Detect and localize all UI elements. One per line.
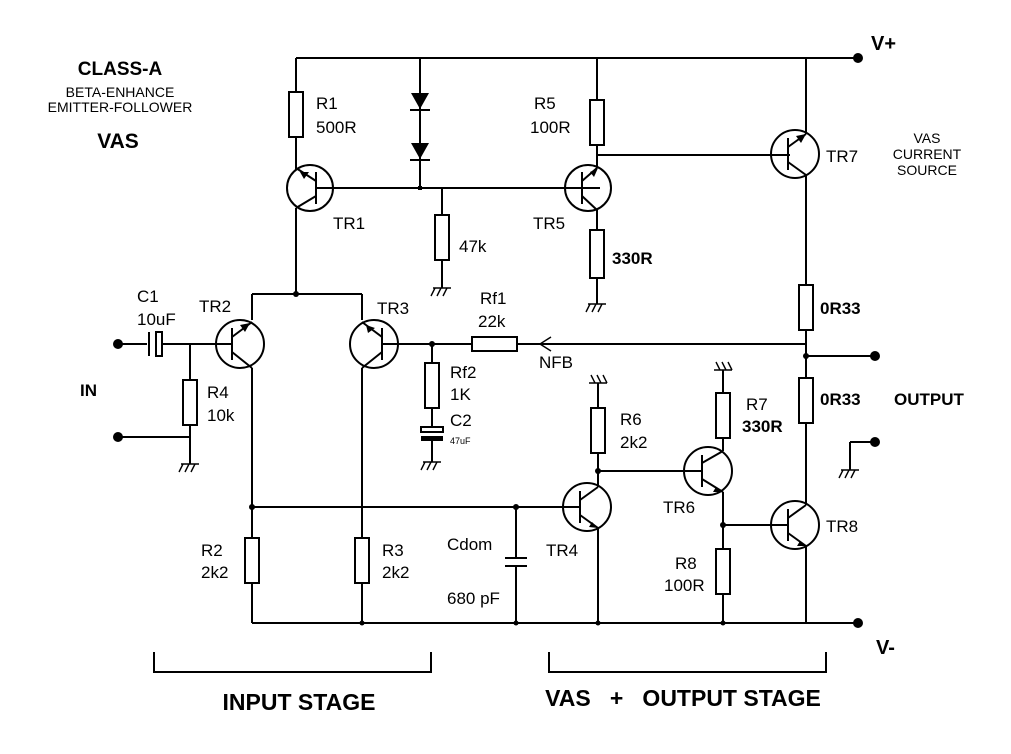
r3-resistor xyxy=(354,537,370,626)
rf2-resistor xyxy=(424,341,440,427)
cdom-name: Cdom xyxy=(447,535,492,554)
r7-name: R7 xyxy=(746,395,768,414)
r2-name: R2 xyxy=(201,541,223,560)
vas-cs-line3: SOURCE xyxy=(897,162,957,178)
vminus-label: V- xyxy=(876,637,895,659)
vas-cs-line2: CURRENT xyxy=(893,146,962,162)
tr4-label: TR4 xyxy=(546,541,578,560)
r1-name: R1 xyxy=(316,94,338,113)
r5-value: 100R xyxy=(530,118,571,137)
c2-capacitor xyxy=(420,426,444,471)
rf2-name: Rf2 xyxy=(450,363,476,382)
vas-output-stage-bracket xyxy=(548,652,827,673)
title-block: CLASS-A BETA-ENHANCE EMITTER-FOLLOWER VA… xyxy=(48,59,193,153)
r1-value: 500R xyxy=(316,118,357,137)
r6-resistor xyxy=(589,374,690,487)
tr3-transistor xyxy=(349,319,472,540)
r8-name: R8 xyxy=(675,554,697,573)
r5-name: R5 xyxy=(534,94,556,113)
tr7-label: TR7 xyxy=(826,147,858,166)
r2-resistor xyxy=(244,537,260,623)
r4-name: R4 xyxy=(207,383,229,402)
r4-resistor xyxy=(178,344,199,473)
r6-value: 2k2 xyxy=(620,433,647,452)
title-line3: EMITTER-FOLLOWER xyxy=(48,99,193,115)
diode-string xyxy=(410,58,430,190)
rf2-value: 1K xyxy=(450,385,471,404)
cdom-value: 680 pF xyxy=(447,589,500,608)
r47k-resistor xyxy=(430,188,451,297)
c1-value: 10uF xyxy=(137,310,176,329)
re-bot-resistor xyxy=(798,377,814,505)
r3-name: R3 xyxy=(382,541,404,560)
re-bot-value: 0R33 xyxy=(820,390,861,409)
c2-name: C2 xyxy=(450,411,472,430)
rf1-resistor xyxy=(471,336,806,352)
r47k-value: 47k xyxy=(459,237,487,256)
tr4-transistor xyxy=(562,482,612,626)
output-label: OUTPUT xyxy=(894,390,965,409)
r2-value: 2k2 xyxy=(201,563,228,582)
r1-resistor xyxy=(288,58,304,170)
r7-value: 330R xyxy=(742,417,783,436)
c1-capacitor xyxy=(118,331,218,357)
output-node xyxy=(803,351,880,361)
in-label: IN xyxy=(80,381,97,400)
tr2-transistor xyxy=(215,319,265,540)
c1-name: C1 xyxy=(137,287,159,306)
tr6-label: TR6 xyxy=(663,498,695,517)
tr1-label: TR1 xyxy=(333,214,365,233)
re-top-resistor xyxy=(798,284,814,378)
output-ground xyxy=(838,437,880,479)
rf1-value: 22k xyxy=(478,312,506,331)
vplus-label: V+ xyxy=(871,33,896,55)
r7-resistor xyxy=(714,361,733,451)
r3-value: 2k2 xyxy=(382,563,409,582)
tr8-transistor xyxy=(770,500,820,623)
r330-resistor xyxy=(585,210,606,313)
title-line4: VAS xyxy=(97,130,139,153)
tr2-label: TR2 xyxy=(199,297,231,316)
r330-value: 330R xyxy=(612,249,653,268)
nfb-label: NFB xyxy=(539,353,573,372)
input-stage-bracket xyxy=(153,652,432,673)
title-line1: CLASS-A xyxy=(78,59,163,80)
tr6-transistor xyxy=(683,446,780,549)
tr5-label: TR5 xyxy=(533,214,565,233)
input-stage-label: INPUT STAGE xyxy=(223,689,376,715)
r5-resistor xyxy=(589,58,790,168)
tr8-label: TR8 xyxy=(826,517,858,536)
input-terminals xyxy=(113,339,190,442)
re-top-value: 0R33 xyxy=(820,299,861,318)
cdom-capacitor xyxy=(505,507,527,626)
r8-resistor xyxy=(715,548,731,626)
c2-value: 47uF xyxy=(450,436,471,446)
tr5-transistor xyxy=(564,164,612,212)
tr3-label: TR3 xyxy=(377,299,409,318)
v-plus-rail xyxy=(296,53,863,63)
vas-output-stage-label: VAS + OUTPUT STAGE xyxy=(545,685,821,711)
vas-drive-wire xyxy=(249,504,575,510)
tail-wire xyxy=(251,291,363,320)
v-minus-rail xyxy=(252,618,863,628)
r6-name: R6 xyxy=(620,410,642,429)
tr7-transistor xyxy=(770,58,820,285)
rf1-name: Rf1 xyxy=(480,289,506,308)
r4-value: 10k xyxy=(207,406,235,425)
tr1-transistor xyxy=(286,164,600,294)
r8-value: 100R xyxy=(664,576,705,595)
vas-cs-line1: VAS xyxy=(914,130,941,146)
title-line2: BETA-ENHANCE xyxy=(66,84,175,100)
